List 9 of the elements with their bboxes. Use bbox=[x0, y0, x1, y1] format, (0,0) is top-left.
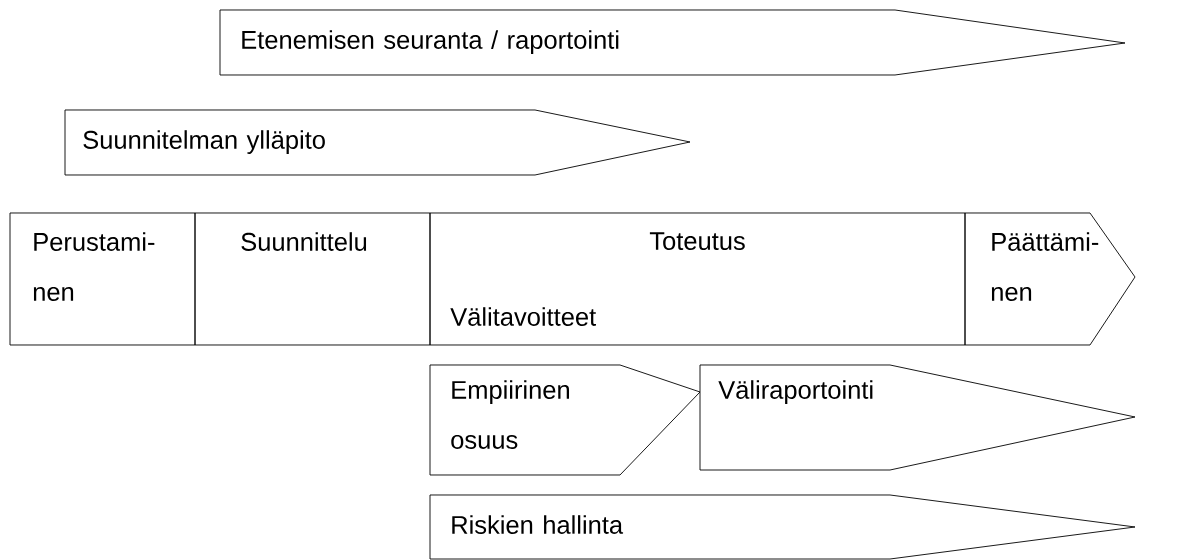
phase-cell: Perustami- nen bbox=[9, 212, 196, 346]
pentagon-banner: Riskien hallinta bbox=[429, 494, 1136, 560]
pentagon-banner: Empiirinen osuus bbox=[429, 364, 701, 476]
pentagon-banner: Etenemisen seuranta / raportointi bbox=[219, 9, 1126, 76]
pentagon-banner: Suunnitelman ylläpito bbox=[64, 109, 691, 176]
pentagon-banner: Väliraportointi bbox=[699, 364, 1136, 471]
pentagon-banner: Päättämi- nen bbox=[964, 212, 1136, 346]
phase-cell: Toteutus Välitavoitteet bbox=[429, 212, 966, 346]
phase-cell: Suunnittelu bbox=[194, 212, 431, 346]
